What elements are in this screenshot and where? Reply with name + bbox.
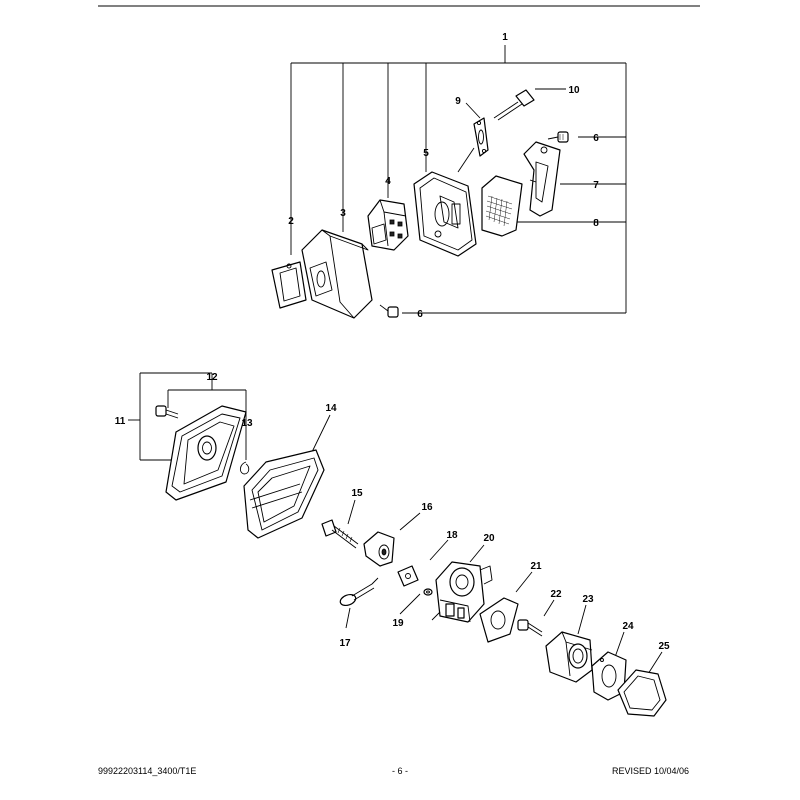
callout-5: 5 <box>423 148 429 159</box>
part-25-gasket-ring <box>617 669 667 717</box>
part-23-insulator <box>545 631 593 683</box>
callout-25: 25 <box>658 641 670 652</box>
callout-19: 19 <box>392 618 404 629</box>
part-5-housing <box>413 171 477 257</box>
part-19-washer <box>423 588 433 596</box>
part-17-choke-knob <box>339 577 379 607</box>
callout-12: 12 <box>206 372 218 383</box>
part-12-bolt <box>155 405 179 419</box>
callout-23: 23 <box>582 594 594 605</box>
callout-15: 15 <box>351 488 363 499</box>
part-16-bracket <box>363 531 395 567</box>
part-22-bolt <box>517 619 543 637</box>
callout-17: 17 <box>339 638 351 649</box>
callout-6-lower: 6 <box>417 309 423 320</box>
part-6-bolt-upper <box>547 131 569 143</box>
footer-revision-date: REVISED 10/04/06 <box>611 766 689 776</box>
part-21-gasket <box>479 597 519 643</box>
part-10-long-bolt <box>493 89 535 121</box>
footer-page-number: - 6 - <box>391 766 408 776</box>
callout-9: 9 <box>455 96 461 107</box>
air-filter-carb-group <box>128 372 667 717</box>
part-14-filter <box>243 449 325 539</box>
part-2-gasket <box>271 261 307 309</box>
callout-14: 14 <box>325 403 337 414</box>
part-4-block <box>367 199 409 251</box>
part-15-screw <box>321 519 359 549</box>
part-6-bolt-lower <box>379 304 399 318</box>
callout-3: 3 <box>340 208 346 219</box>
callout-8: 8 <box>593 218 599 229</box>
part-3-muffler <box>301 229 373 319</box>
callout-22: 22 <box>550 589 562 600</box>
callout-21: 21 <box>530 561 542 572</box>
callout-24: 24 <box>622 621 634 632</box>
callout-labels: 1 2 3 4 5 6 7 8 9 10 6 11 12 13 14 15 16… <box>115 32 670 652</box>
callout-2: 2 <box>288 216 294 227</box>
callout-20: 20 <box>483 533 495 544</box>
callout-6-upper: 6 <box>593 133 599 144</box>
callout-16: 16 <box>421 502 433 513</box>
callout-13: 13 <box>241 418 253 429</box>
part-7-bracket <box>523 141 561 217</box>
callout-4: 4 <box>385 176 391 187</box>
callout-18: 18 <box>446 530 458 541</box>
footer-document-code: 99922203114_3400/T1E <box>98 766 197 776</box>
part-8-screen <box>481 175 523 237</box>
muffler-assembly-group <box>271 45 627 319</box>
part-13-clip <box>239 461 250 475</box>
part-18-plate <box>397 565 419 587</box>
callout-11: 11 <box>115 416 126 427</box>
callout-7: 7 <box>593 180 599 191</box>
callout-10: 10 <box>568 85 580 96</box>
part-20-carburetor <box>431 561 493 623</box>
part-11-filter-cover <box>165 405 247 501</box>
part-9-spacer <box>473 117 489 157</box>
callout-1: 1 <box>502 32 508 43</box>
